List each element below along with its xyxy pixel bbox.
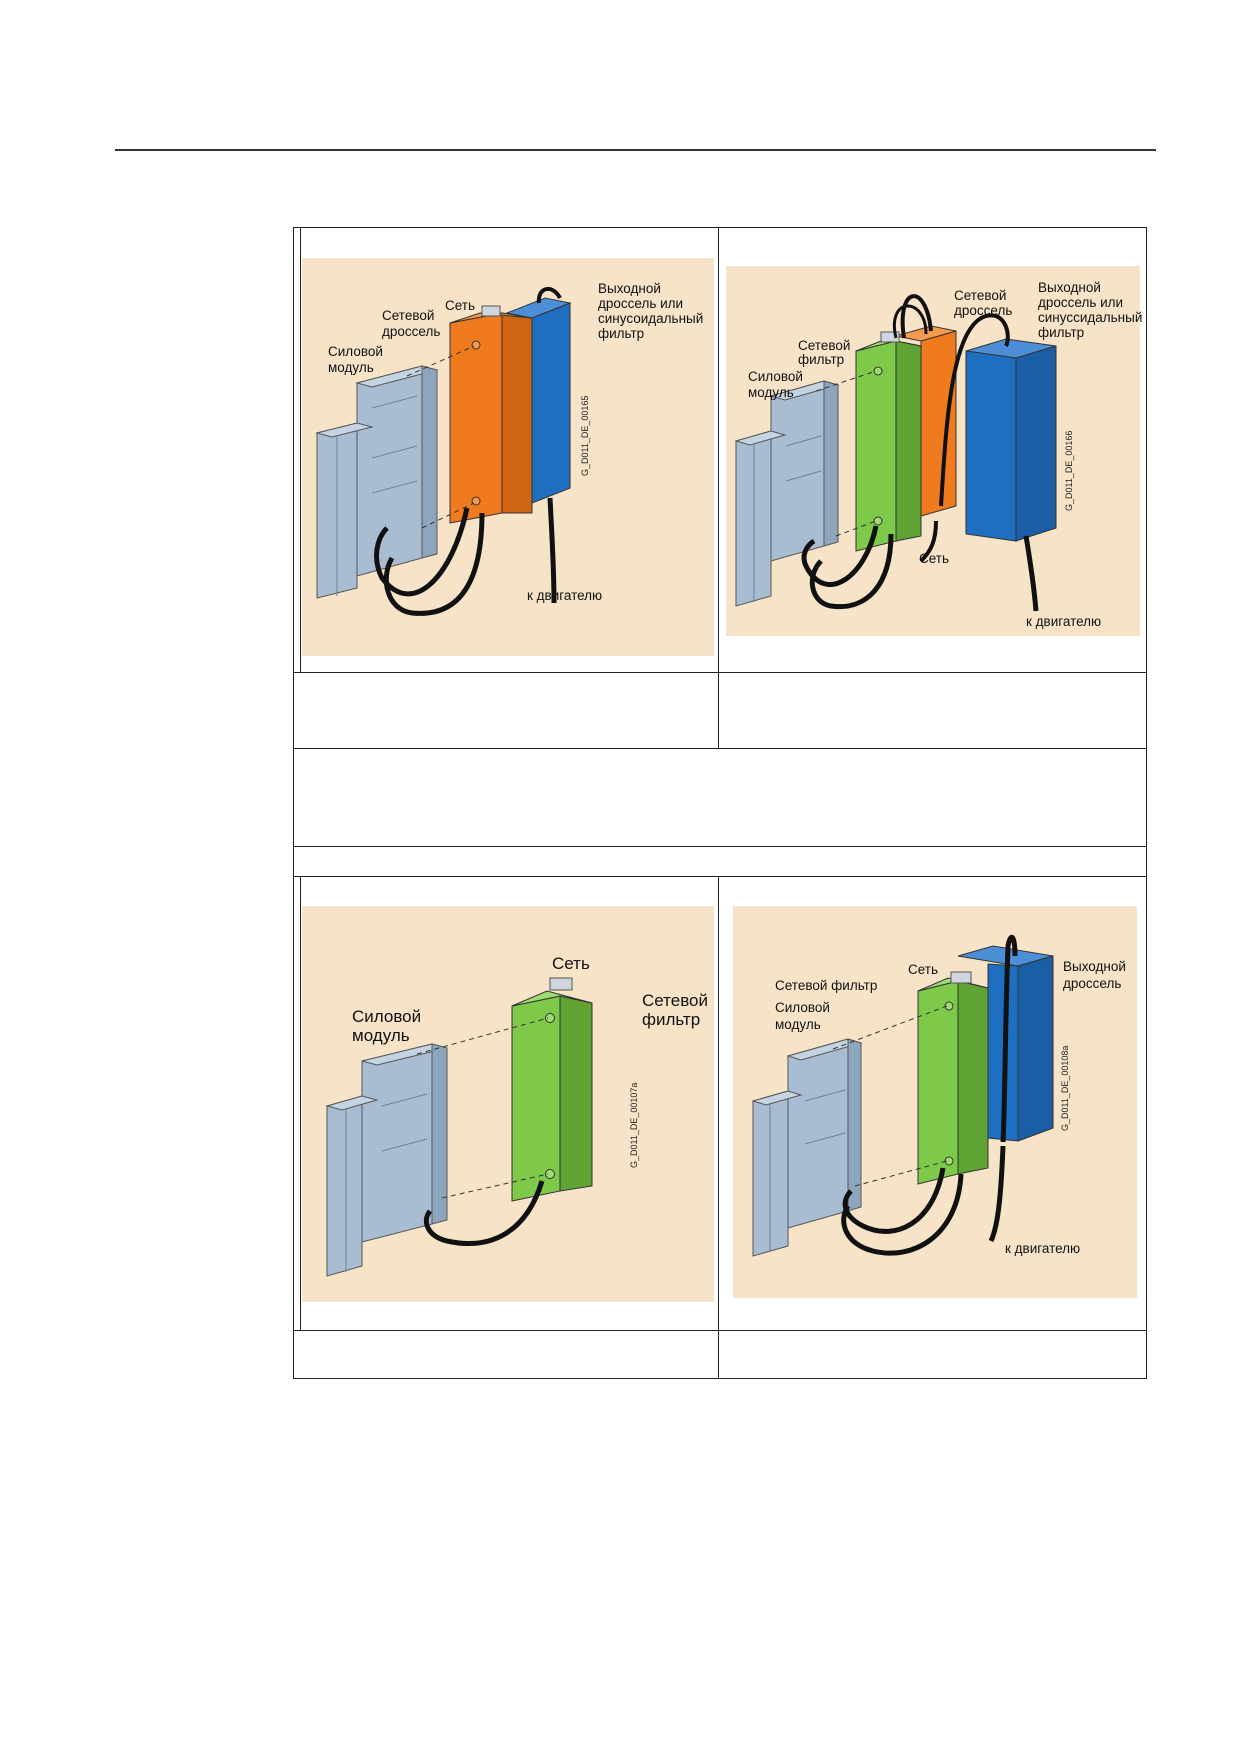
cable <box>1000 934 1018 1143</box>
mounting-guide <box>416 1017 549 1055</box>
mains-label: Сеть <box>908 962 938 977</box>
mains-label: Сеть <box>552 954 590 973</box>
mounting-guide <box>832 1005 948 1050</box>
figure-table <box>293 227 1147 1379</box>
cable <box>423 1180 545 1246</box>
table-divider <box>718 228 719 748</box>
drawing-code: G_D011_DE_00107a <box>629 1083 639 1168</box>
mounting-guide <box>441 1173 549 1199</box>
line-filter-box <box>917 971 989 1185</box>
table-divider <box>294 876 1146 877</box>
output-reactor-box <box>965 338 1057 542</box>
cable <box>383 512 485 616</box>
line-reactor-box <box>449 305 533 524</box>
mains-label: Сеть <box>445 298 475 313</box>
line-filter-box <box>855 331 922 552</box>
line-filter-box <box>511 977 593 1202</box>
table-divider <box>294 748 1146 749</box>
cable <box>536 287 562 304</box>
cable <box>1023 535 1039 612</box>
cable <box>919 520 938 563</box>
cable <box>892 304 928 339</box>
mounting-guide <box>421 502 475 529</box>
table-divider <box>294 846 1146 847</box>
cable <box>988 1145 1006 1243</box>
mounting-guide <box>815 370 877 392</box>
header-rule <box>115 149 1156 151</box>
to-motor-label: к двигателю <box>1026 614 1101 629</box>
cable <box>900 294 933 339</box>
line-filter-label: Сетевой фильтр <box>775 978 877 993</box>
table-divider <box>300 876 301 1330</box>
table-divider <box>294 1330 1146 1331</box>
mounting-guide <box>406 345 475 377</box>
power-module <box>325 1043 448 1277</box>
drawing-code: G_D011_DE_00108a <box>1060 1046 1070 1131</box>
cable <box>809 533 894 610</box>
mounting-guide <box>854 1160 948 1187</box>
table-divider <box>300 228 301 672</box>
mounting-guide <box>835 520 877 537</box>
cable <box>939 313 1010 507</box>
output-reactor-box <box>505 297 572 504</box>
drawing-code: G_D011_DE_00165 <box>580 396 590 476</box>
to-motor-label: к двигателю <box>527 588 602 603</box>
to-motor-label: к двигателю <box>1005 1241 1080 1256</box>
power-module <box>734 380 840 607</box>
cable <box>547 497 557 604</box>
drawing-code: G_D011_DE_00166 <box>1064 431 1074 511</box>
power-module <box>751 1038 863 1257</box>
power-module <box>315 365 439 599</box>
table-divider <box>294 672 1146 673</box>
mains-label: Сеть <box>919 551 949 566</box>
cable <box>374 507 470 597</box>
table-divider <box>718 876 719 1379</box>
cable <box>841 1173 964 1256</box>
cable <box>842 1167 946 1234</box>
